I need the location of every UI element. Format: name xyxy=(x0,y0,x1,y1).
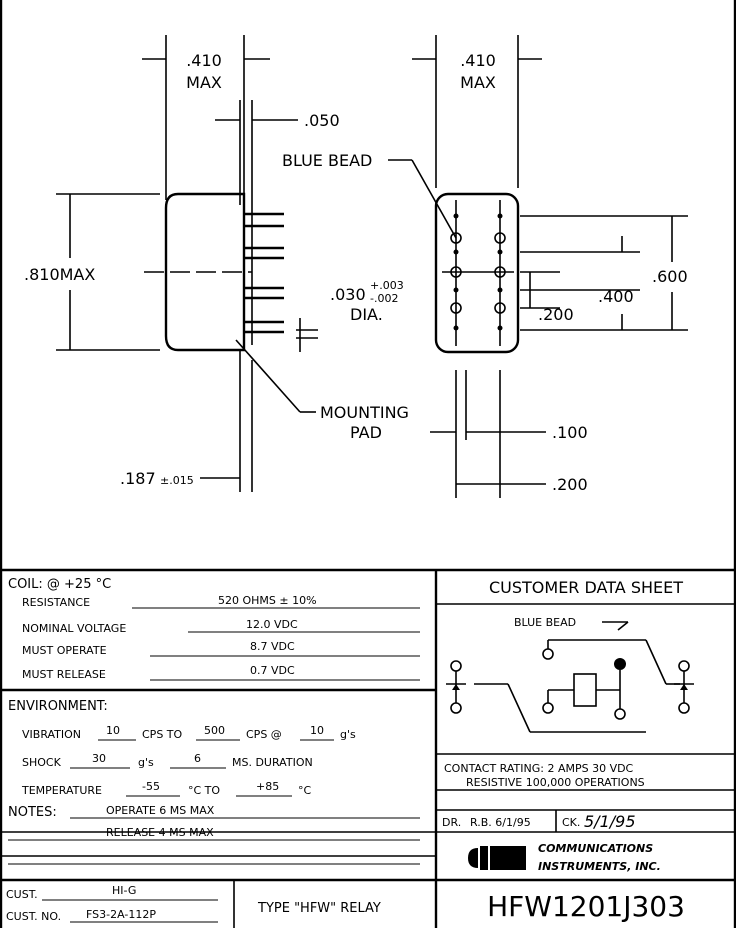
pin-offset-dim: .050 xyxy=(304,111,340,130)
vibration-low: 10 xyxy=(106,724,120,737)
must-operate-value: 8.7 VDC xyxy=(250,640,295,653)
company-line1: COMMUNICATIONS xyxy=(538,842,653,855)
vibration-cps-to: CPS TO xyxy=(142,728,183,741)
company-logo-icon xyxy=(468,846,526,870)
pin-dia-plus: +.003 xyxy=(370,279,404,292)
environment-heading: ENVIRONMENT: xyxy=(8,699,108,714)
must-release-value: 0.7 VDC xyxy=(250,664,295,677)
vibration-g: 10 xyxy=(310,724,324,737)
contact-schematic: BLUE BEAD xyxy=(446,616,694,733)
temperature-unit: °C xyxy=(298,784,312,797)
must-release-label: MUST RELEASE xyxy=(22,668,106,681)
side-width-max: MAX xyxy=(186,73,222,92)
spacing-200-dim: .200 xyxy=(538,305,574,324)
relay-type: TYPE "HFW" RELAY xyxy=(257,901,381,916)
vibration-g-unit: g's xyxy=(340,728,356,741)
cust-no-label: CUST. NO. xyxy=(6,910,61,923)
side-view: .410 MAX .050 .810MAX MOUNTING PAD xyxy=(24,35,409,492)
spacing-400-dim: .400 xyxy=(598,287,634,306)
contact-rating-line2: RESISTIVE 100,000 OPERATIONS xyxy=(466,776,645,789)
pitch-100-dim: .100 xyxy=(552,423,588,442)
pad-height-tol: ±.015 xyxy=(160,474,194,487)
dr-value: R.B. 6/1/95 xyxy=(470,816,531,829)
resistance-label: RESISTANCE xyxy=(22,596,90,609)
shock-label: SHOCK xyxy=(22,756,62,769)
notes-line1: OPERATE 6 MS MAX xyxy=(106,804,215,817)
shock-duration: MS. DURATION xyxy=(232,756,313,769)
front-view: .410 MAX BLUE BEAD .030 +. xyxy=(282,35,688,498)
mounting-pad-line1: MOUNTING xyxy=(320,403,409,422)
contact-rating-line1: CONTACT RATING: 2 AMPS 30 VDC xyxy=(444,762,634,775)
cust-label: CUST. xyxy=(6,888,38,901)
datasheet-title: CUSTOMER DATA SHEET xyxy=(489,578,683,597)
title-block: COIL: @ +25 °C RESISTANCE 520 OHMS ± 10%… xyxy=(1,568,736,928)
temperature-to: °C TO xyxy=(188,784,220,797)
ck-label: CK. xyxy=(562,816,580,829)
spacing-600-dim: .600 xyxy=(652,267,688,286)
temperature-high: +85 xyxy=(256,780,279,793)
shock-g-unit: g's xyxy=(138,756,154,769)
temperature-low: -55 xyxy=(142,780,160,793)
vibration-label: VIBRATION xyxy=(22,728,81,741)
schematic-blue-bead: BLUE BEAD xyxy=(514,616,576,629)
pad-height-dim: .187 xyxy=(120,469,156,488)
side-width-dim: .410 xyxy=(186,51,222,70)
blue-bead-label: BLUE BEAD xyxy=(282,151,372,170)
ck-value: 5/1/95 xyxy=(584,812,636,831)
pin-grid xyxy=(442,200,514,346)
relay-body-side xyxy=(164,192,246,352)
cust-no-value: FS3-2A-112P xyxy=(86,908,156,921)
cust-value: HI-G xyxy=(112,884,136,897)
pin-dia-minus: -.002 xyxy=(370,292,398,305)
part-number: HFW1201J303 xyxy=(487,890,685,923)
dr-label: DR. xyxy=(442,816,461,829)
resistance-value: 520 OHMS ± 10% xyxy=(218,594,317,607)
vibration-cps-at: CPS @ xyxy=(246,728,282,741)
nominal-voltage-label: NOMINAL VOLTAGE xyxy=(22,622,126,635)
height-dim: .810MAX xyxy=(24,265,95,284)
notes-line2: RELEASE 4 MS MAX xyxy=(106,826,214,839)
must-operate-label: MUST OPERATE xyxy=(22,644,107,657)
pin-dia-label: DIA. xyxy=(350,305,383,324)
mounting-pad-line2: PAD xyxy=(350,423,382,442)
company-line2: INSTRUMENTS, INC. xyxy=(538,860,661,873)
pin-dia-dim: .030 xyxy=(330,285,366,304)
pitch-200-dim: .200 xyxy=(552,475,588,494)
shock-g: 30 xyxy=(92,752,106,765)
relay-body-front xyxy=(434,192,520,354)
shock-ms: 6 xyxy=(194,752,201,765)
temperature-label: TEMPERATURE xyxy=(21,784,102,797)
nominal-voltage-value: 12.0 VDC xyxy=(246,618,298,631)
front-width-max: MAX xyxy=(460,73,496,92)
coil-heading: COIL: @ +25 °C xyxy=(8,577,111,592)
notes-label: NOTES: xyxy=(8,805,57,820)
vibration-high: 500 xyxy=(204,724,225,737)
front-width-dim: .410 xyxy=(460,51,496,70)
